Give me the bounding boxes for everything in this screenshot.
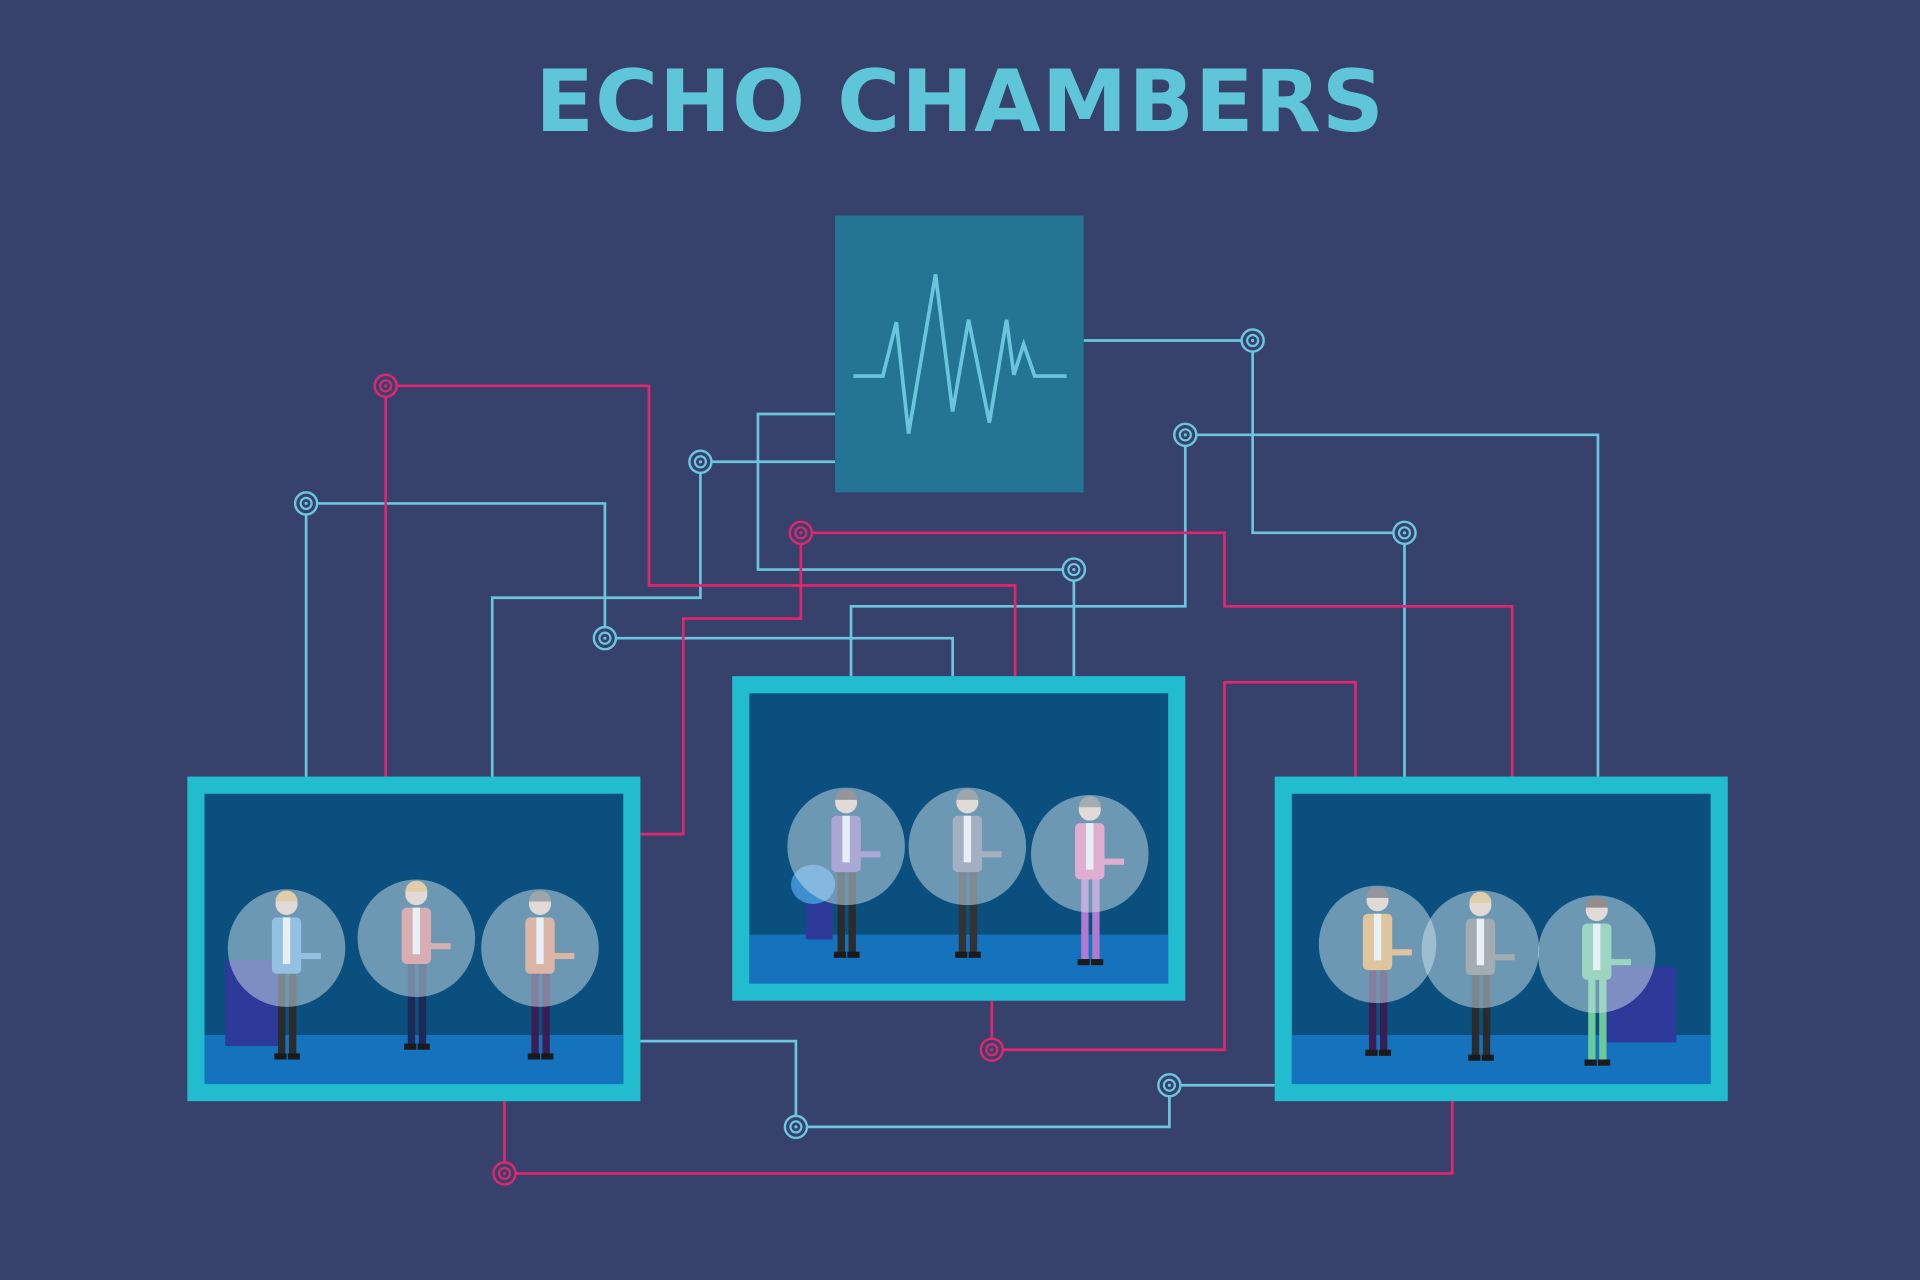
connector-line [490, 461, 702, 777]
bubble [1031, 794, 1149, 913]
bubble [908, 787, 1027, 906]
person-in-bubble [227, 889, 346, 1060]
connector-lines [304, 339, 1600, 1175]
connector-line [640, 1039, 1275, 1129]
target-ring-icon [1240, 328, 1265, 353]
person-in-bubble [357, 879, 476, 1050]
target-ring-icon [373, 373, 398, 399]
connector-line [503, 1101, 1454, 1175]
connector-line [306, 502, 607, 639]
connector-line [1251, 340, 1405, 535]
target-ring-icon [979, 1037, 1005, 1062]
chamber-room-2 [732, 676, 1186, 1001]
target-ring-icon [1173, 422, 1198, 448]
bubble [1318, 885, 1437, 1004]
chamber-room-1 [187, 776, 641, 1102]
person-in-bubble [908, 787, 1027, 958]
waveform-monitor [835, 215, 1084, 493]
target-ring-icon [492, 1161, 517, 1186]
connector-line [385, 384, 1017, 677]
bubble [1537, 895, 1656, 1013]
person-in-bubble [481, 889, 599, 1060]
bubble [787, 787, 905, 906]
connector-line [640, 532, 803, 836]
plant-pot-icon [805, 902, 833, 940]
bubble [481, 889, 599, 1007]
page-title: ECHO CHAMBERS [535, 52, 1385, 152]
target-ring-icon [1061, 557, 1087, 582]
chamber-room-3 [1274, 776, 1728, 1102]
target-ring-icon [1392, 520, 1417, 546]
target-ring-icon [1157, 1072, 1182, 1098]
waveform-icon [853, 274, 1067, 434]
target-ring-icon [592, 625, 618, 651]
person-in-bubble [787, 787, 905, 958]
person-in-bubble [1031, 794, 1149, 966]
bubble [357, 879, 476, 998]
connector-line [1185, 433, 1600, 777]
person-in-bubble [1421, 890, 1540, 1061]
target-ring-icon [688, 449, 713, 475]
target-ring-icon [788, 520, 814, 546]
connector-line [849, 434, 1187, 677]
target-ring-icon [783, 1114, 809, 1140]
person-in-bubble [1318, 885, 1437, 1056]
connector-line [756, 412, 1074, 571]
bubble [227, 889, 346, 1007]
connector-line [800, 531, 1514, 777]
bubble [1421, 890, 1540, 1009]
person-in-bubble [1537, 895, 1656, 1066]
connector-line [604, 636, 954, 677]
target-ring-icon [293, 491, 319, 516]
